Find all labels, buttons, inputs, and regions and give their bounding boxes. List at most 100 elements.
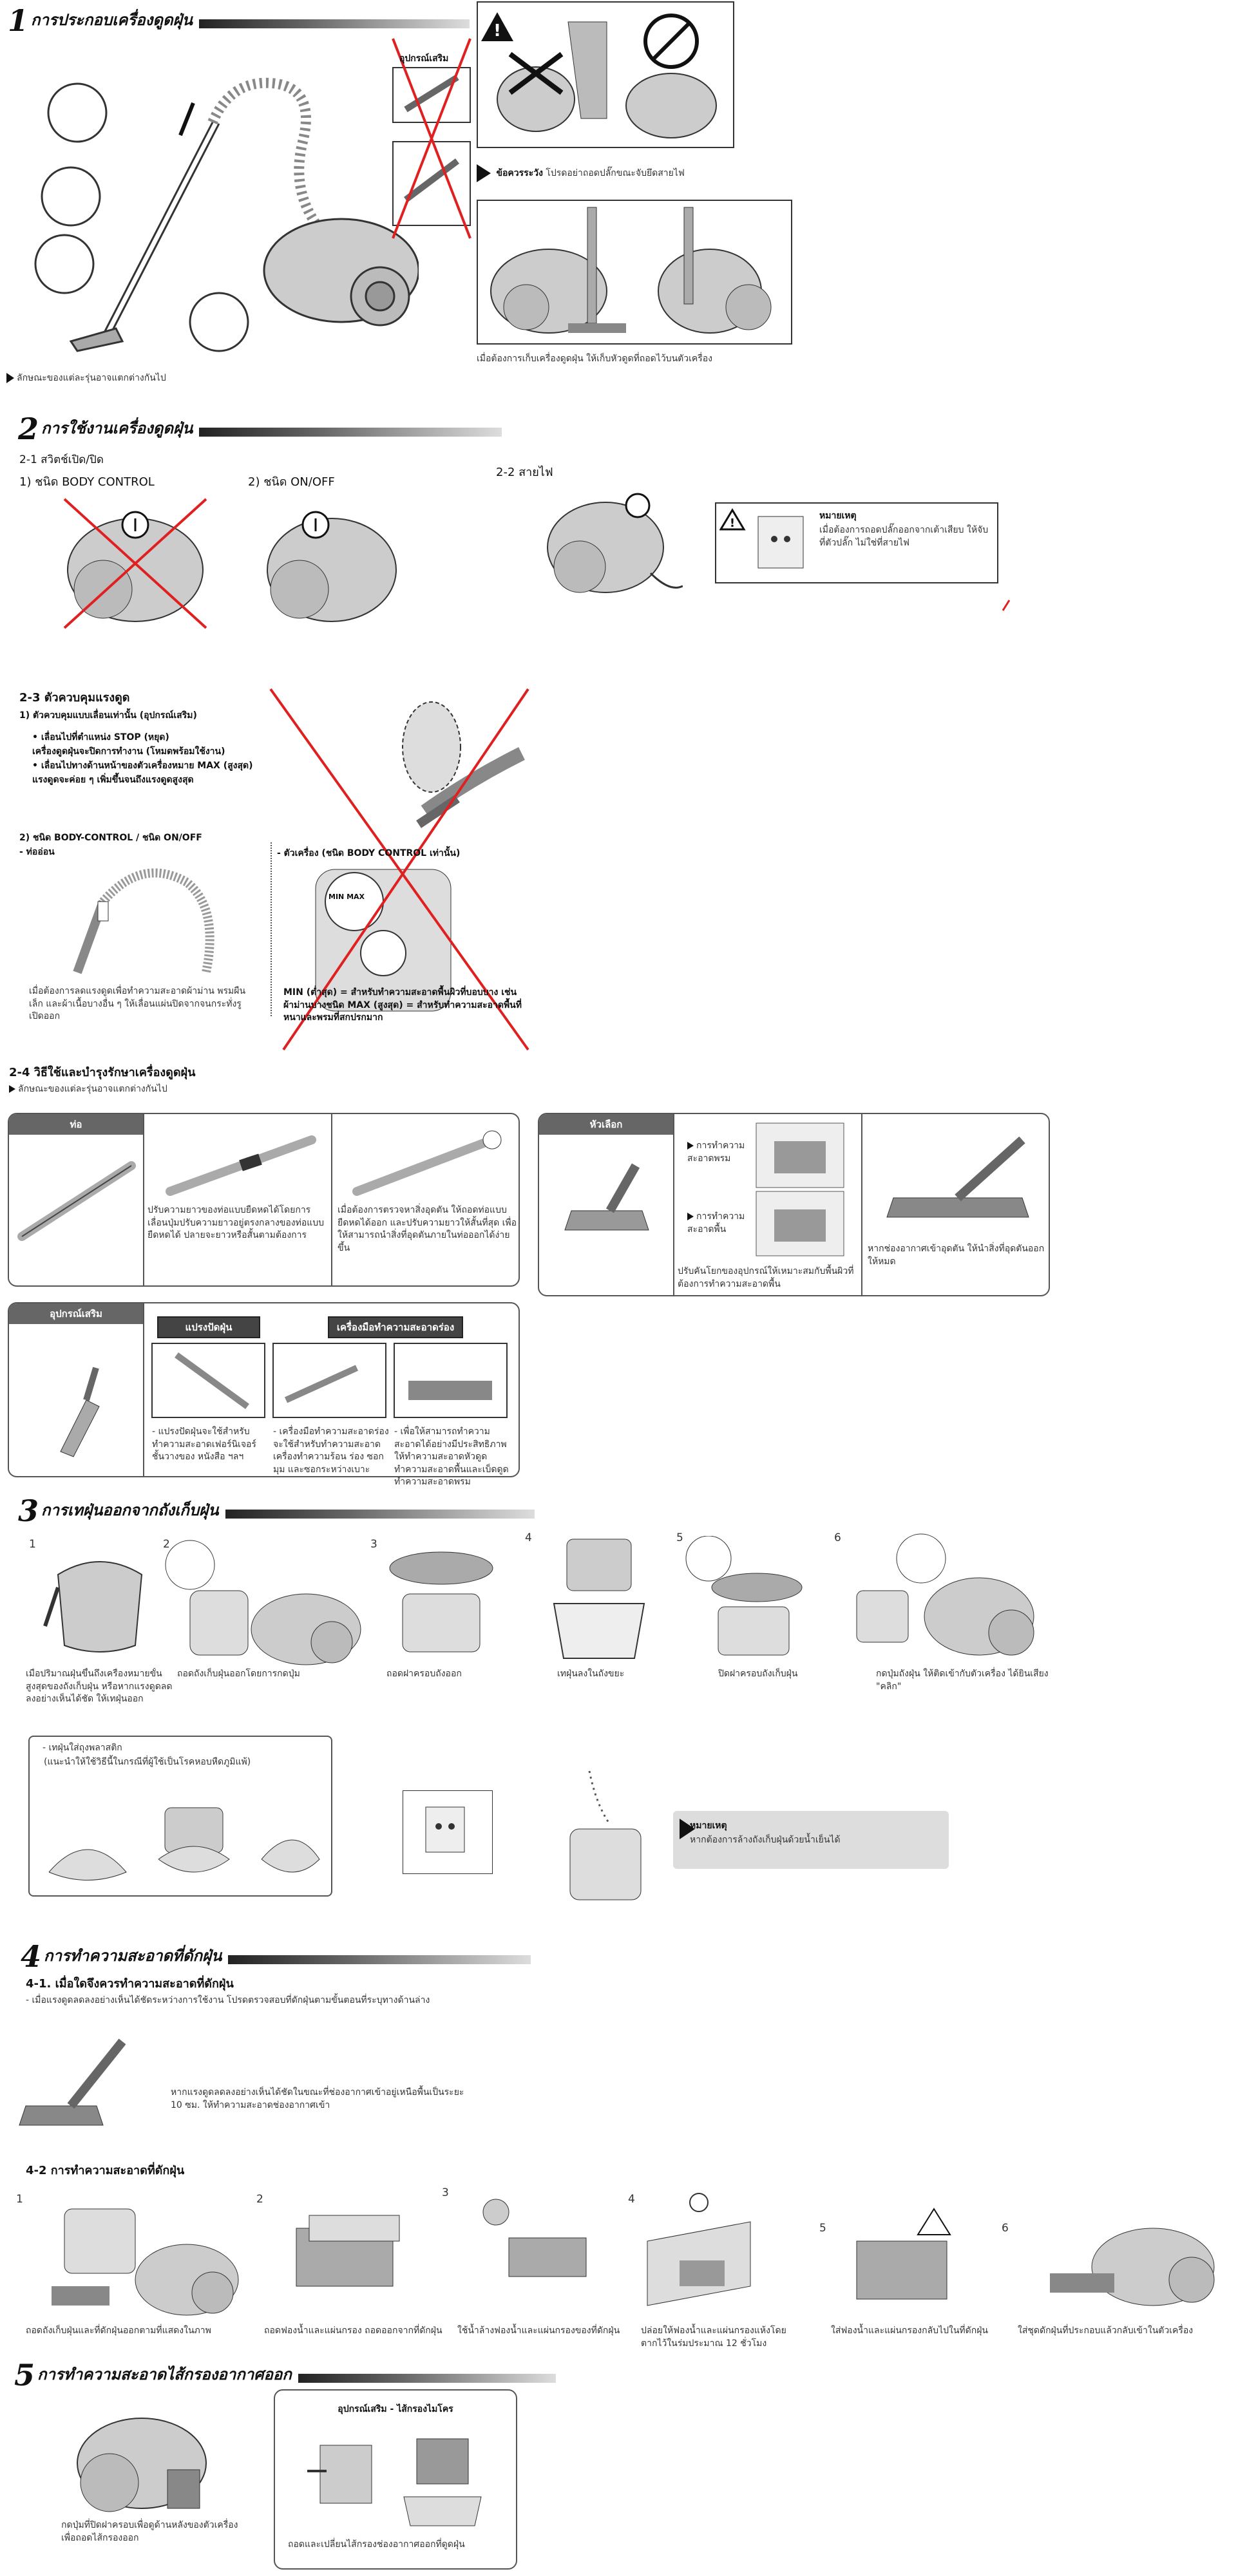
section-title: การทำความสะอาดที่ดักฝุ่น bbox=[44, 1947, 222, 1965]
slide-control-crossed-illustration bbox=[264, 683, 535, 1056]
bag-tip-1: - เทฝุ่นใส่ถุงพลาสติก bbox=[43, 1743, 122, 1753]
section-title: การใช้งานเครื่องดูดฝุ่น bbox=[41, 419, 193, 437]
pipe-panel: ท่อ ปรับความยาวของท่อแบบยืดหดได้โดยการเล… bbox=[8, 1113, 520, 1287]
section-1-header: 1 การประกอบเครื่องดูดฝุ่น bbox=[8, 3, 470, 35]
control-bullet-2: • เลื่อนไปทางด้านหน้าของตัวเครื่องหมาย M… bbox=[32, 761, 253, 771]
note-triangle-icon bbox=[680, 1819, 695, 1839]
exhaust-filter-text: กดปุ่มที่ปิดฝาครอบเพื่อดูด้านหลังของตัวเ… bbox=[61, 2520, 238, 2543]
washing-note-box: หมายเหตุ หากต้องการล้างถังเก็บฝุ่นด้วยน้… bbox=[673, 1811, 949, 1869]
on-off-switch-illustration bbox=[258, 493, 406, 634]
subsection-4-2: 4-2 การทำความสะอาดที่ดักฝุ่น bbox=[26, 2164, 185, 2177]
step-text: ปล่อยให้ฟองน้ำและแผ่นกรองแห้งโดยตากไว้ใน… bbox=[641, 2325, 786, 2349]
section-title: การเทฝุ่นออกจากถังเก็บฝุ่น bbox=[41, 1501, 219, 1519]
dust-bin-full-illustration bbox=[39, 1549, 161, 1658]
washing-bin-illustration bbox=[551, 1765, 660, 1906]
section-2-header: 2 การใช้งานเครื่องดูดฝุ่น bbox=[18, 411, 502, 444]
warning-illustration-box: ! bbox=[477, 1, 734, 148]
accessory-crossed-illustration bbox=[386, 32, 477, 245]
accessory-panel: อุปกรณ์เสริม แปรงปัดฝุ่น เครื่องมือทำควา… bbox=[8, 1302, 520, 1487]
step-number: 1 bbox=[16, 2193, 23, 2206]
accessory-text-3: - เพื่อให้สามารถทำความสะอาดได้อย่างมีประ… bbox=[394, 1426, 509, 1488]
section-3-header: 3 การเทฝุ่นออกจากถังเก็บฝุ่น bbox=[18, 1493, 535, 1528]
remove-bin-illustration bbox=[164, 1539, 364, 1668]
panel-divider bbox=[331, 1114, 332, 1285]
step-text: ใส่ชุดดักฝุ่นที่ประกอบแล้วกลับเข้าในตัวเ… bbox=[1018, 2325, 1194, 2336]
svg-text:!: ! bbox=[730, 516, 735, 530]
section-title: การประกอบเครื่องดูดฝุ่น bbox=[31, 11, 193, 29]
type-on-off-label: 2) ชนิด ON/OFF bbox=[248, 475, 335, 489]
caution-note: ข้อควรระวัง โปรดอย่าถอดปลั๊กขณะจับยึดสาย… bbox=[477, 164, 685, 182]
section-number: 4 bbox=[21, 1939, 42, 1974]
step-number: 3 bbox=[442, 2186, 449, 2199]
dry-filter-illustration bbox=[634, 2190, 763, 2312]
section-5-header: 5 การทำความสะอาดไส้กรองอากาศออก bbox=[14, 2357, 556, 2392]
panel-divider bbox=[861, 1114, 862, 1295]
step-number: 1 bbox=[29, 1538, 36, 1551]
exhaust-filter-illustration bbox=[71, 2399, 225, 2528]
pipe-text-2: เมื่อต้องการตรวจหาสิ่งอุดตัน ให้ถอดท่อแบ… bbox=[338, 1205, 517, 1253]
section-number: 1 bbox=[8, 3, 29, 38]
accessory-text-2: - เครื่องมือทำความสะอาดร่องจะใช้สำหรับทำ… bbox=[273, 1426, 389, 1475]
step-text: ใส่ฟองน้ำและแผ่นกรองกลับไปในที่ดักฝุ่น bbox=[831, 2325, 988, 2336]
control-type-2: 2) ชนิด BODY-CONTROL / ชนิด ON/OFF bbox=[19, 833, 202, 843]
step-number: 5 bbox=[676, 1531, 683, 1544]
storage-caption: เมื่อต้องการเก็บเครื่องดูดฝุ่น ให้เก็บหั… bbox=[477, 354, 713, 364]
control-type-1: 1) ตัวควบคุมแบบเลื่อนเท่านั้น (อุปกรณ์เส… bbox=[19, 710, 197, 721]
panel-divider bbox=[673, 1114, 674, 1295]
hose-illustration bbox=[64, 863, 219, 979]
step-text: กดปุ่มถังฝุ่น ให้ติดเข้ากับตัวเครื่อง ได… bbox=[876, 1669, 1049, 1692]
step-text: เมื่อปริมาณฝุ่นขึ้นถึงเครื่องหมายขั้นสูง… bbox=[26, 1669, 173, 1705]
svg-text:!: ! bbox=[493, 21, 501, 41]
reinstall-filter-illustration bbox=[1011, 2196, 1224, 2312]
caution-triangle-icon bbox=[477, 164, 491, 182]
section-number: 3 bbox=[18, 1493, 39, 1528]
separate-filter-illustration bbox=[271, 2202, 432, 2312]
panel-divider bbox=[143, 1303, 144, 1476]
type-body-control-label: 1) ชนิด BODY CONTROL bbox=[19, 475, 155, 489]
brush-tab: หัวเลือก bbox=[539, 1114, 673, 1135]
section-bar bbox=[225, 1510, 535, 1519]
step-text: ถอดถังเก็บฝุ่นออกโดยการกดปุ่ม bbox=[177, 1669, 300, 1679]
step-text: ใช้น้ำล้างฟองน้ำและแผ่นกรองของที่ดักฝุ่น bbox=[457, 2325, 620, 2336]
pipe-tab: ท่อ bbox=[9, 1114, 143, 1135]
subsection-2-1: 2-1 สวิตช์เปิด/ปิด bbox=[19, 453, 104, 466]
triangle-bullet-icon bbox=[6, 373, 14, 383]
accessory-text-1: - แปรงปัดฝุ่นจะใช้สำหรับทำความสะอาดเฟอร์… bbox=[152, 1426, 256, 1463]
step-number: 4 bbox=[525, 1531, 532, 1544]
check-suction-text: หากแรงดูดลดลงอย่างเห็นได้ชัดในขณะที่ช่อง… bbox=[171, 2087, 464, 2110]
section-4-header: 4 การทำความสะอาดที่ดักฝุ่น bbox=[21, 1938, 531, 1971]
control-bullet-1: • เลื่อนไปที่ตำแหน่ง STOP (หยุด) bbox=[32, 732, 169, 743]
remove-cover-illustration bbox=[377, 1542, 506, 1658]
triangle-bullet-icon bbox=[9, 1085, 15, 1093]
empty-into-trash-illustration bbox=[541, 1533, 657, 1662]
brush-text-1: ปรับคันโยกของอุปกรณ์ให้เหมาะสมกับพื้นผิว… bbox=[678, 1266, 854, 1289]
panel-divider bbox=[143, 1114, 144, 1285]
section-bar bbox=[298, 2374, 556, 2383]
dial-label: MIN MAX bbox=[328, 893, 365, 901]
step-text: ปิดฝาครอบถังเก็บฝุ่น bbox=[718, 1669, 798, 1679]
section-bar bbox=[199, 19, 470, 28]
control-bullet-2b: แรงดูดจะค่อย ๆ เพิ่มขึ้นจนถึงแรงดูดสูงสุ… bbox=[32, 775, 194, 785]
step-number: 6 bbox=[834, 1531, 841, 1544]
caption-models-vary: ลักษณะของแต่ละรุ่นอาจแตกต่างกันไป bbox=[6, 372, 166, 385]
dotted-divider bbox=[271, 842, 272, 1016]
bag-tip-2: (แนะนำให้ใช้วิธีนี้ในกรณีที่ผู้ใช้เป็นโร… bbox=[44, 1757, 251, 1767]
section-number: 5 bbox=[14, 2358, 35, 2392]
subsection-4-1-text: - เมื่อแรงดูดลดลงอย่างเห็นได้ชัดระหว่างก… bbox=[26, 1995, 430, 2005]
brush-panel: หัวเลือก การทำความสะอาดพรม การทำความสะอา… bbox=[538, 1113, 1050, 1296]
subsection-2-2: 2-2 สายไฟ bbox=[496, 466, 553, 479]
control-bullet-1b: เครื่องดูดฝุ่นจะปิดการทำงาน (โหมดพร้อมใช… bbox=[32, 746, 225, 757]
section-title: การทำความสะอาดไส้กรองอากาศออก bbox=[37, 2365, 292, 2383]
wash-filter-illustration bbox=[457, 2193, 618, 2309]
step-text: ถอดฟองน้ำและแผ่นกรอง ถอดออกจากที่ดักฝุ่น bbox=[264, 2325, 443, 2336]
triangle-bullet-icon bbox=[687, 1142, 694, 1150]
step-number: 3 bbox=[370, 1538, 377, 1551]
outlet-illustration bbox=[403, 1790, 493, 1874]
triangle-bullet-icon bbox=[687, 1213, 694, 1220]
step-text: เทฝุ่นลงในถังขยะ bbox=[557, 1669, 625, 1679]
reassemble-filter-illustration bbox=[837, 2196, 966, 2312]
step-number: 6 bbox=[1002, 2222, 1009, 2235]
section-bar bbox=[228, 1955, 531, 1964]
note-label: หมายเหตุ bbox=[819, 511, 857, 521]
body-control-text: MIN (ต่ำสุด) = สำหรับทำความสะอาดพื้นผิวท… bbox=[283, 987, 522, 1023]
